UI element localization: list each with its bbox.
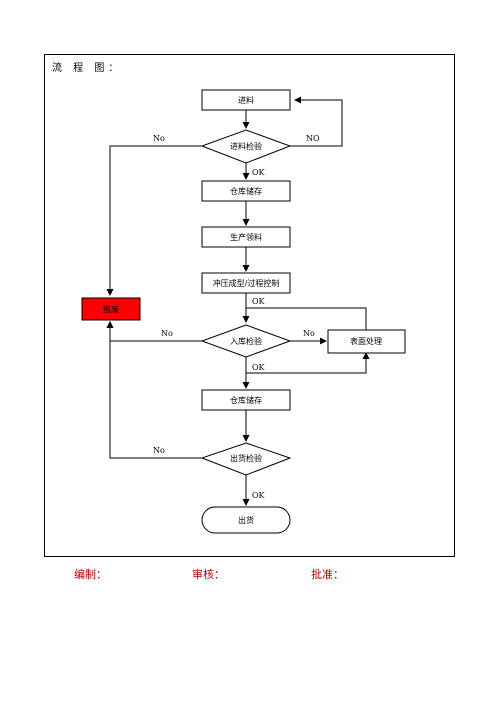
- flowchart-heading: 流 程 图：: [52, 63, 123, 74]
- footer-approved-by: 批准：: [311, 568, 344, 581]
- edge-label-incoming-no-right: NO: [306, 134, 320, 143]
- connector-lines: [106, 96, 370, 506]
- footer-reviewed-by: 审核：: [192, 568, 225, 581]
- edge-inspection-no-scrap-2: [106, 321, 202, 342]
- node-warehouse-storage-2-label: 仓库储存: [230, 395, 262, 405]
- edge-label-warehouse-no-right: No: [303, 329, 315, 338]
- node-shipment: [201, 506, 291, 534]
- edge-label-incoming-no-left: No: [153, 134, 165, 143]
- node-surface-treatment: [327, 329, 406, 354]
- node-surface-treatment-label: 表面处理: [350, 336, 382, 346]
- node-shipment-label: 出货: [238, 515, 254, 525]
- node-incoming-inspection: [200, 129, 292, 164]
- edge-label-shipment-no: No: [153, 446, 165, 455]
- edge-shipment-no-scrap: [106, 321, 202, 459]
- node-incoming-material: [201, 89, 291, 111]
- node-shipment-inspection: [200, 442, 292, 476]
- node-incoming-material-label: 进料: [238, 95, 254, 105]
- edge-label-stamping-ok: OK: [252, 297, 266, 306]
- node-warehouse-inspection-label: 入库检验: [230, 336, 262, 346]
- footer-prepared-by: 编制：: [74, 568, 107, 581]
- node-stamping-process-label: 冲压成型/过程控制: [213, 278, 280, 288]
- node-scrap: [81, 297, 141, 321]
- edge-label-incoming-ok: OK: [252, 168, 266, 177]
- edge-label-warehouse-ok: OK: [252, 363, 266, 372]
- edge-label-warehouse-no-left: No: [161, 329, 173, 338]
- node-warehouse-inspection: [200, 324, 292, 358]
- edge-inspection-no-loop: [290, 96, 343, 147]
- node-stamping-process: [201, 272, 291, 294]
- edge-label-shipment-ok: OK: [252, 491, 266, 500]
- node-warehouse-storage-2: [201, 389, 291, 411]
- node-warehouse-storage-1: [201, 180, 291, 202]
- flowchart-frame: [44, 54, 455, 557]
- node-warehouse-storage-1-label: 仓库储存: [230, 186, 262, 196]
- node-incoming-inspection-label: 进料检验: [230, 141, 262, 151]
- node-production-picking-label: 生产领料: [230, 232, 262, 242]
- node-production-picking: [201, 226, 291, 248]
- node-scrap-label: 报废: [103, 304, 119, 314]
- node-shipment-inspection-label: 出货检验: [230, 453, 262, 463]
- edge-inspection-no-scrap: [106, 145, 202, 296]
- edge-surface-return: [246, 307, 367, 330]
